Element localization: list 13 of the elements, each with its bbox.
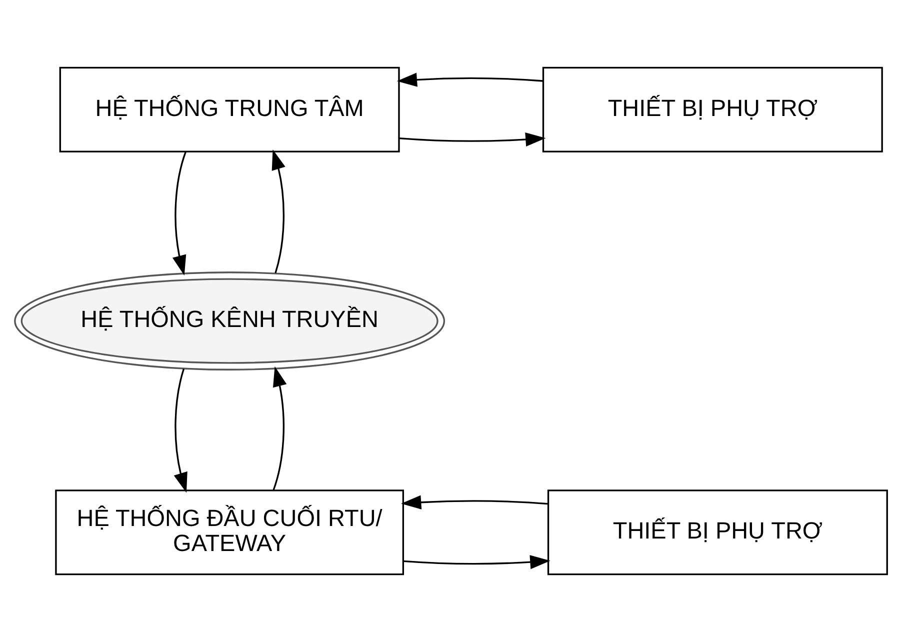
node-box: HỆ THỐNG ĐẦU CUỐI RTU/ GATEWAY [55, 489, 404, 575]
arrow [172, 151, 186, 275]
node-box: THIẾT BỊ PHỤ TRỢ [547, 489, 888, 575]
node-ellipse: HỆ THỐNG KÊNH TRUYỀN [14, 271, 446, 370]
arrow [396, 72, 544, 86]
node-box: THIẾT BỊ PHỤ TRỢ [542, 66, 883, 152]
arrow [272, 366, 287, 490]
arrow [404, 554, 550, 569]
arrow [174, 368, 188, 492]
node-box: HỆ THỐNG TRUNG TÂM [59, 66, 400, 152]
arrow [401, 494, 548, 509]
arrow [399, 132, 546, 146]
arrow [272, 148, 286, 273]
